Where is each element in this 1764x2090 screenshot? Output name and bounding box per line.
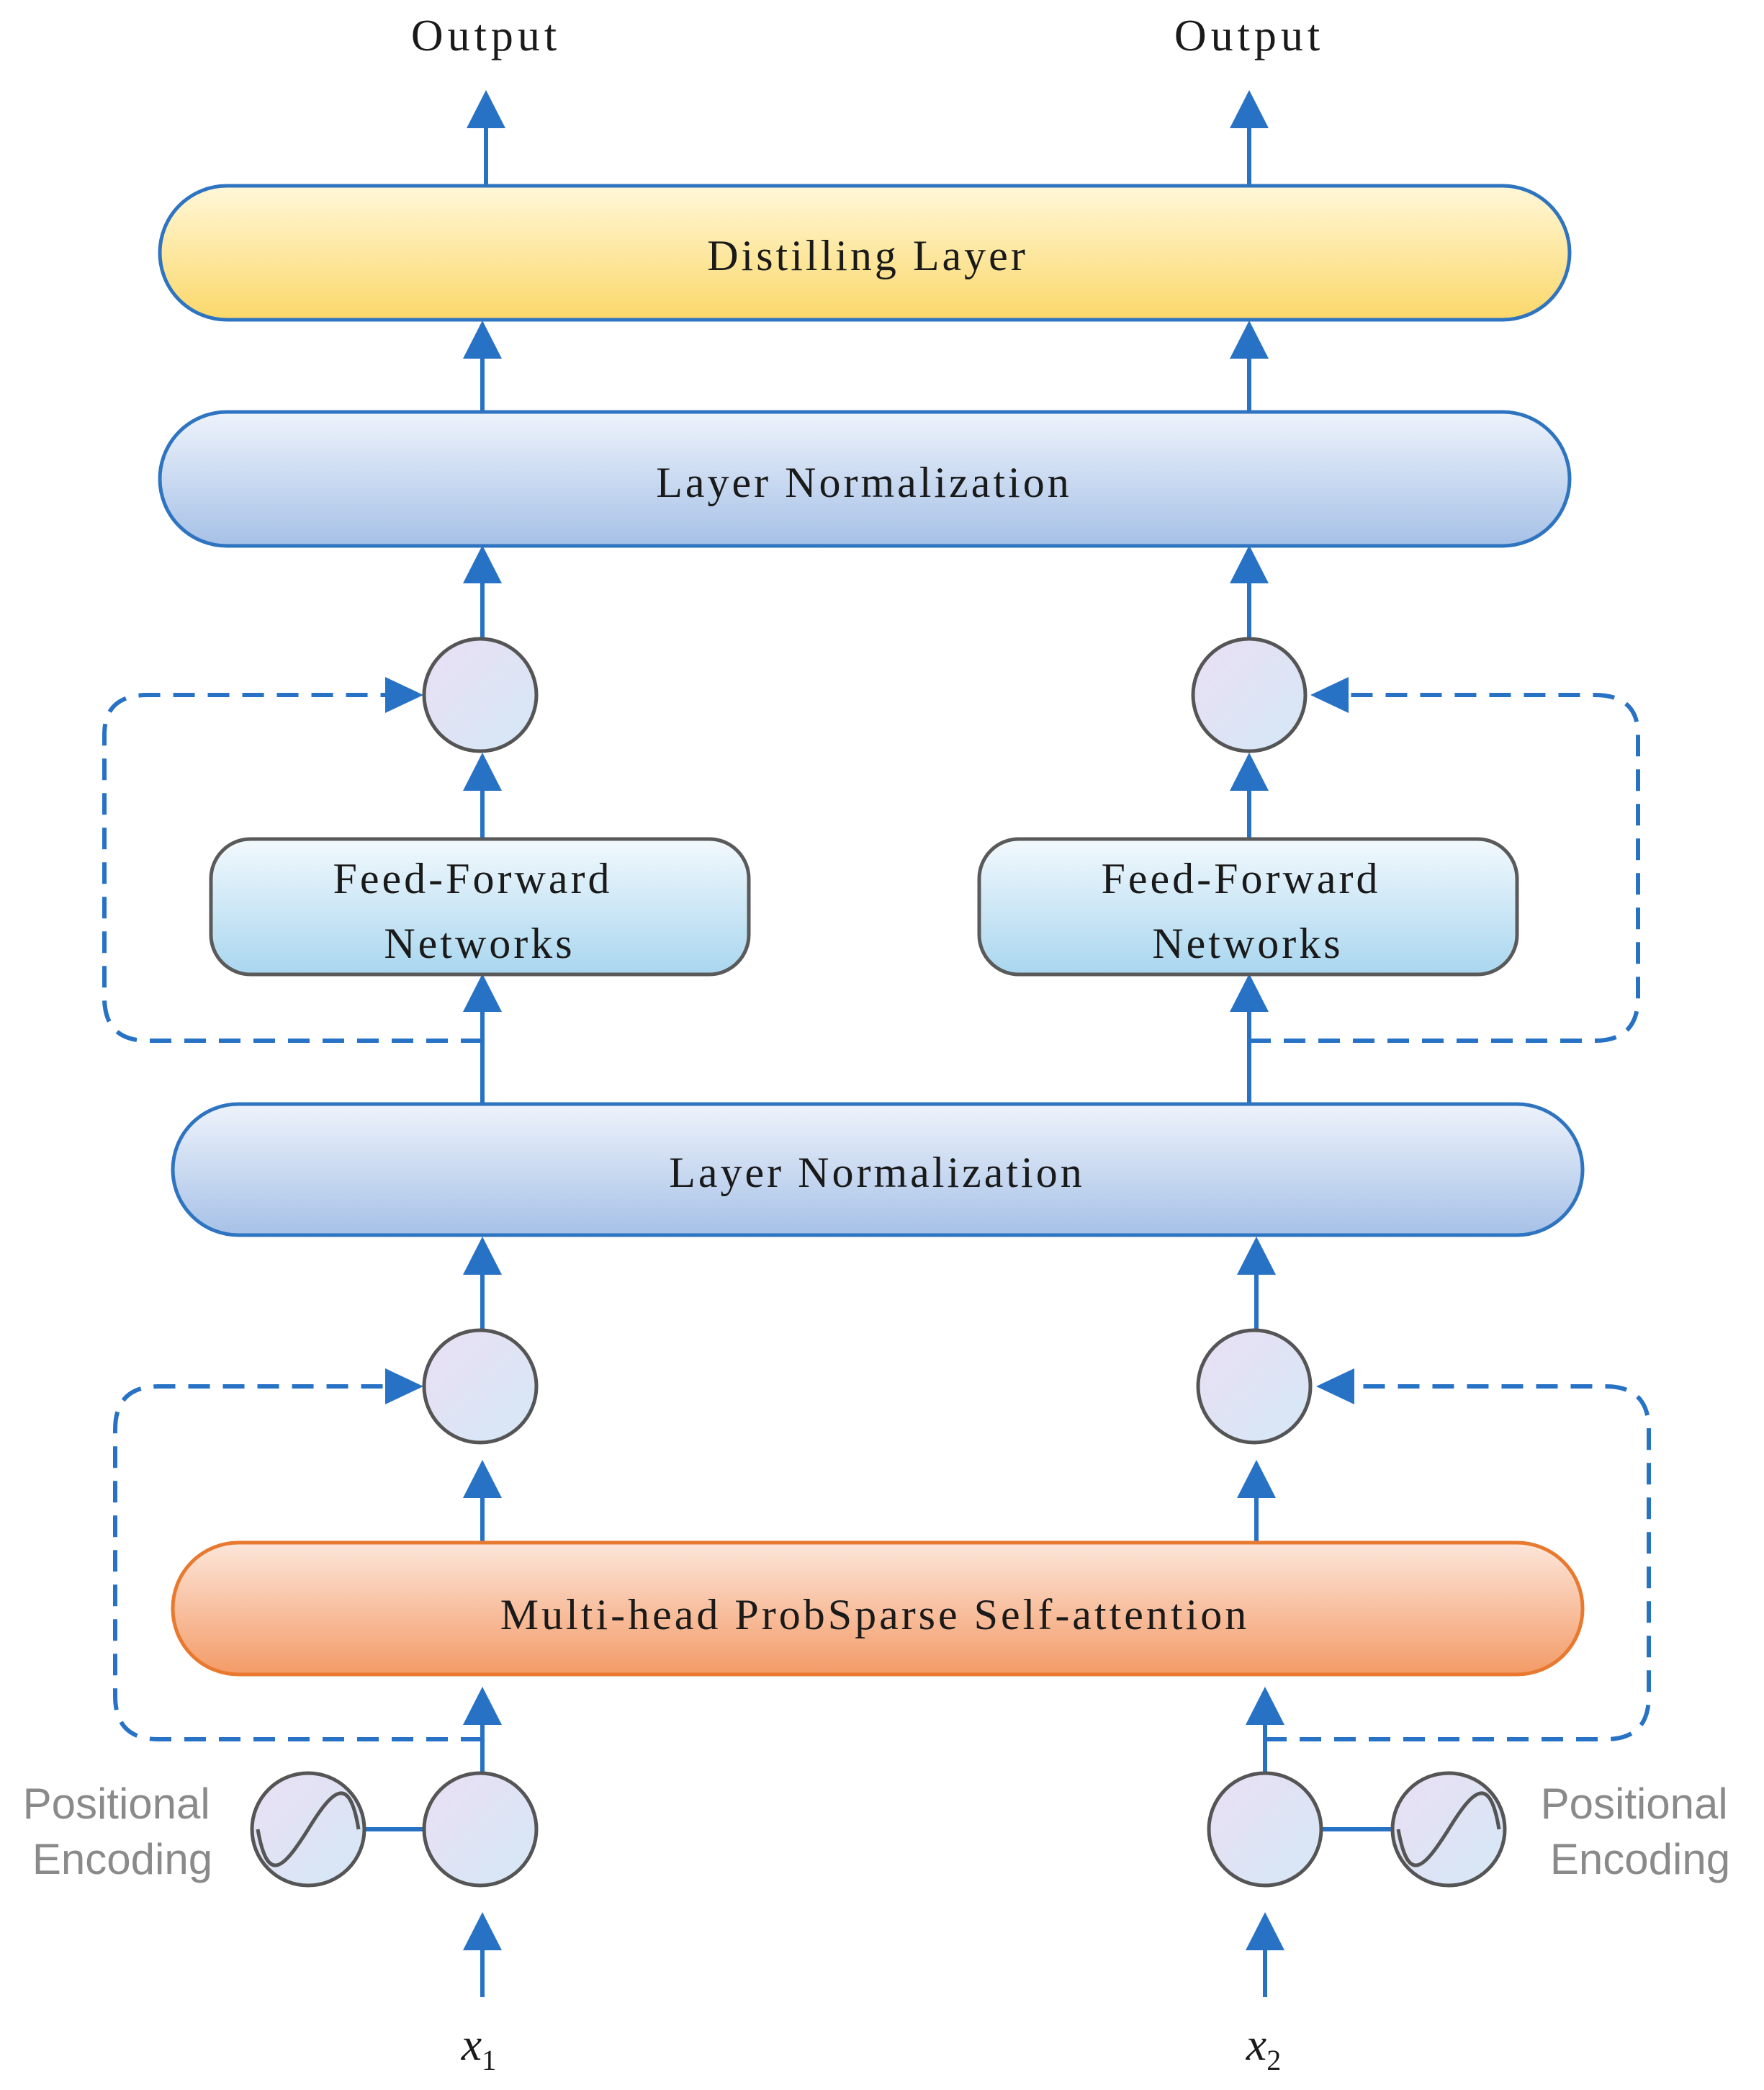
input-right-base: x [1246,2019,1266,2070]
input-left-sub: 1 [482,2044,496,2076]
add-node-attn-left [422,1328,539,1445]
distilling-layer-label: Distilling Layer [707,232,1028,279]
distilling-layer-box [158,184,1572,322]
ffn-label-right-line1: Feed-Forward [1102,855,1381,902]
layer-norm-top-box [158,410,1572,548]
add-node-attn-right [1196,1328,1313,1445]
add-node-ffn-right [1191,637,1308,753]
positional-encoding-left-line1: Positional [23,1780,210,1828]
residual-connections [102,693,1651,1741]
positional-encoding-label-right: Positional Encoding [1541,1780,1740,1883]
input-node-right [1207,1771,1323,1888]
ffn-box-right [977,837,1519,977]
output-label-left: Output [411,12,561,60]
attention-label: Multi-head ProbSparse Self-attention [500,1591,1249,1638]
ffn-label-left-line2: Networks [384,920,575,967]
add-node-ffn-left [422,637,539,753]
ffn-label-left: Feed-Forward Networks [333,855,626,967]
layer-norm-top-label: Layer Normalization [656,459,1071,506]
layer-norm-bottom-box [171,1102,1585,1237]
positional-encoding-left-line2: Encoding [32,1835,212,1883]
positional-encoding-node-left [250,1771,366,1888]
sine-wave-icon [1396,1791,1501,1867]
positional-encoding-label-left: Positional Encoding [23,1780,222,1883]
input-left-base: x [461,2019,482,2070]
positional-encoding-node-right [1390,1771,1507,1888]
ffn-label-left-line1: Feed-Forward [333,855,613,902]
layer-norm-bottom-label: Layer Normalization [669,1149,1084,1196]
input-node-left [422,1771,539,1888]
arrowheads [385,90,1354,1950]
input-right-sub: 2 [1266,2044,1281,2076]
positional-encoding-right-line2: Encoding [1550,1835,1730,1883]
input-label-right: x2 [1246,2019,1281,2076]
output-label-right: Output [1174,12,1324,60]
ffn-box-left [209,837,751,977]
sine-wave-icon [256,1791,361,1867]
attention-box [171,1540,1585,1677]
input-label-left: x1 [461,2019,496,2076]
ffn-label-right: Feed-Forward Networks [1102,855,1395,967]
ffn-label-right-line2: Networks [1152,920,1343,967]
positional-encoding-right-line1: Positional [1541,1780,1728,1828]
flow-lines [364,122,1393,1997]
